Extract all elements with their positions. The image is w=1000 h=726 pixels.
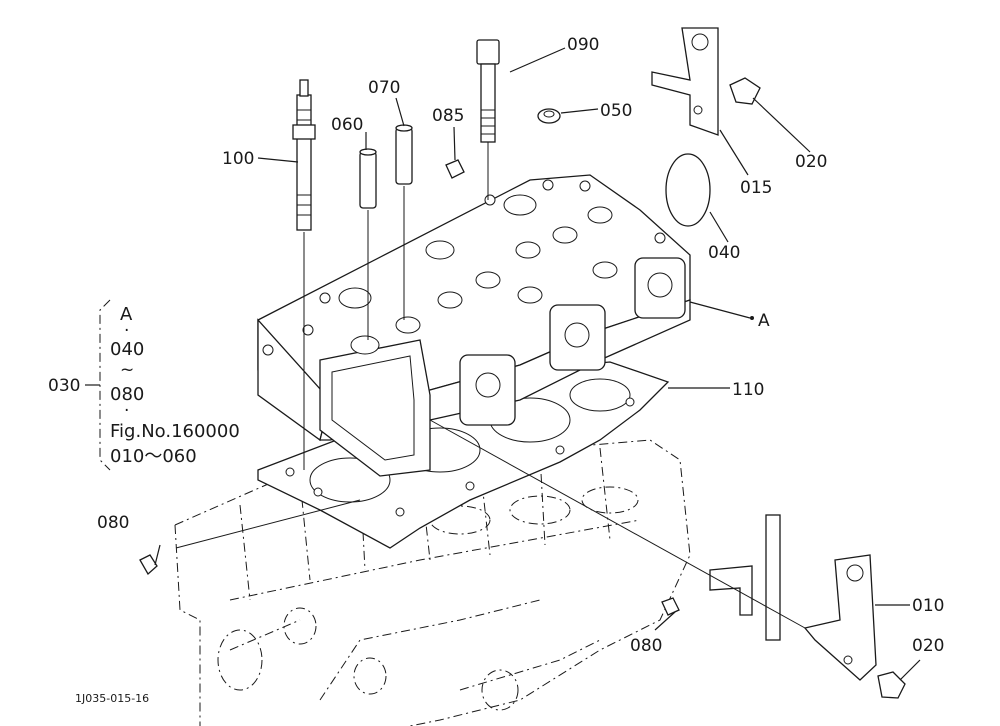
callout-030: 030 xyxy=(48,376,80,396)
callout-a-dot xyxy=(750,316,754,320)
group-030-line-fig: Fig.No.160000 xyxy=(110,421,240,442)
callout-090: 090 xyxy=(567,35,599,55)
cylinder-head xyxy=(257,174,691,477)
callout-085: 085 xyxy=(432,106,464,126)
engine-block-outline xyxy=(174,439,691,726)
pipe-bracket xyxy=(709,514,781,641)
callout-080-bottom: 080 xyxy=(630,636,662,656)
callout-040: 040 xyxy=(708,243,740,263)
group-030-line-040: 040 xyxy=(110,339,144,360)
part-020-bolt-bottom xyxy=(877,671,906,699)
callout-010: 010 xyxy=(912,596,944,616)
part-090-bolt xyxy=(476,39,500,143)
group-030-line-080: 080 xyxy=(110,384,144,405)
part-010-hanger xyxy=(803,554,877,681)
callout-015: 015 xyxy=(740,178,772,198)
part-050-nut xyxy=(537,108,561,124)
part-020-bolt-top xyxy=(729,77,761,105)
leader-lines xyxy=(154,47,921,681)
callout-060: 060 xyxy=(331,115,363,135)
group-030-line-a: A xyxy=(120,304,133,325)
callout-100: 100 xyxy=(222,149,254,169)
group-030-line-range: 010⁠～060 xyxy=(110,446,197,467)
part-080-plug-left xyxy=(139,554,158,576)
part-100-stud-bolt xyxy=(292,79,316,231)
part-070-valve-guide xyxy=(395,124,413,185)
group-030-dot-2: · xyxy=(124,401,129,421)
callout-080-left: 080 xyxy=(97,513,129,533)
figure-code: 1J035-015-16 xyxy=(75,692,149,705)
callout-050: 050 xyxy=(600,101,632,121)
group-030-dot-1: · xyxy=(124,321,129,341)
part-015-hanger xyxy=(651,27,719,136)
callout-a: A xyxy=(758,311,770,331)
part-085-plug xyxy=(445,159,465,179)
group-030-bracket xyxy=(85,299,111,471)
part-080-plug-bottom xyxy=(661,597,680,616)
part-040-cover xyxy=(665,153,711,227)
callout-020-top: 020 xyxy=(795,152,827,172)
callout-020-bottom: 020 xyxy=(912,636,944,656)
group-030-tilde: ~ xyxy=(120,360,134,380)
part-060-valve-guide xyxy=(359,148,377,209)
callout-110: 110 xyxy=(732,380,764,400)
callout-070: 070 xyxy=(368,78,400,98)
